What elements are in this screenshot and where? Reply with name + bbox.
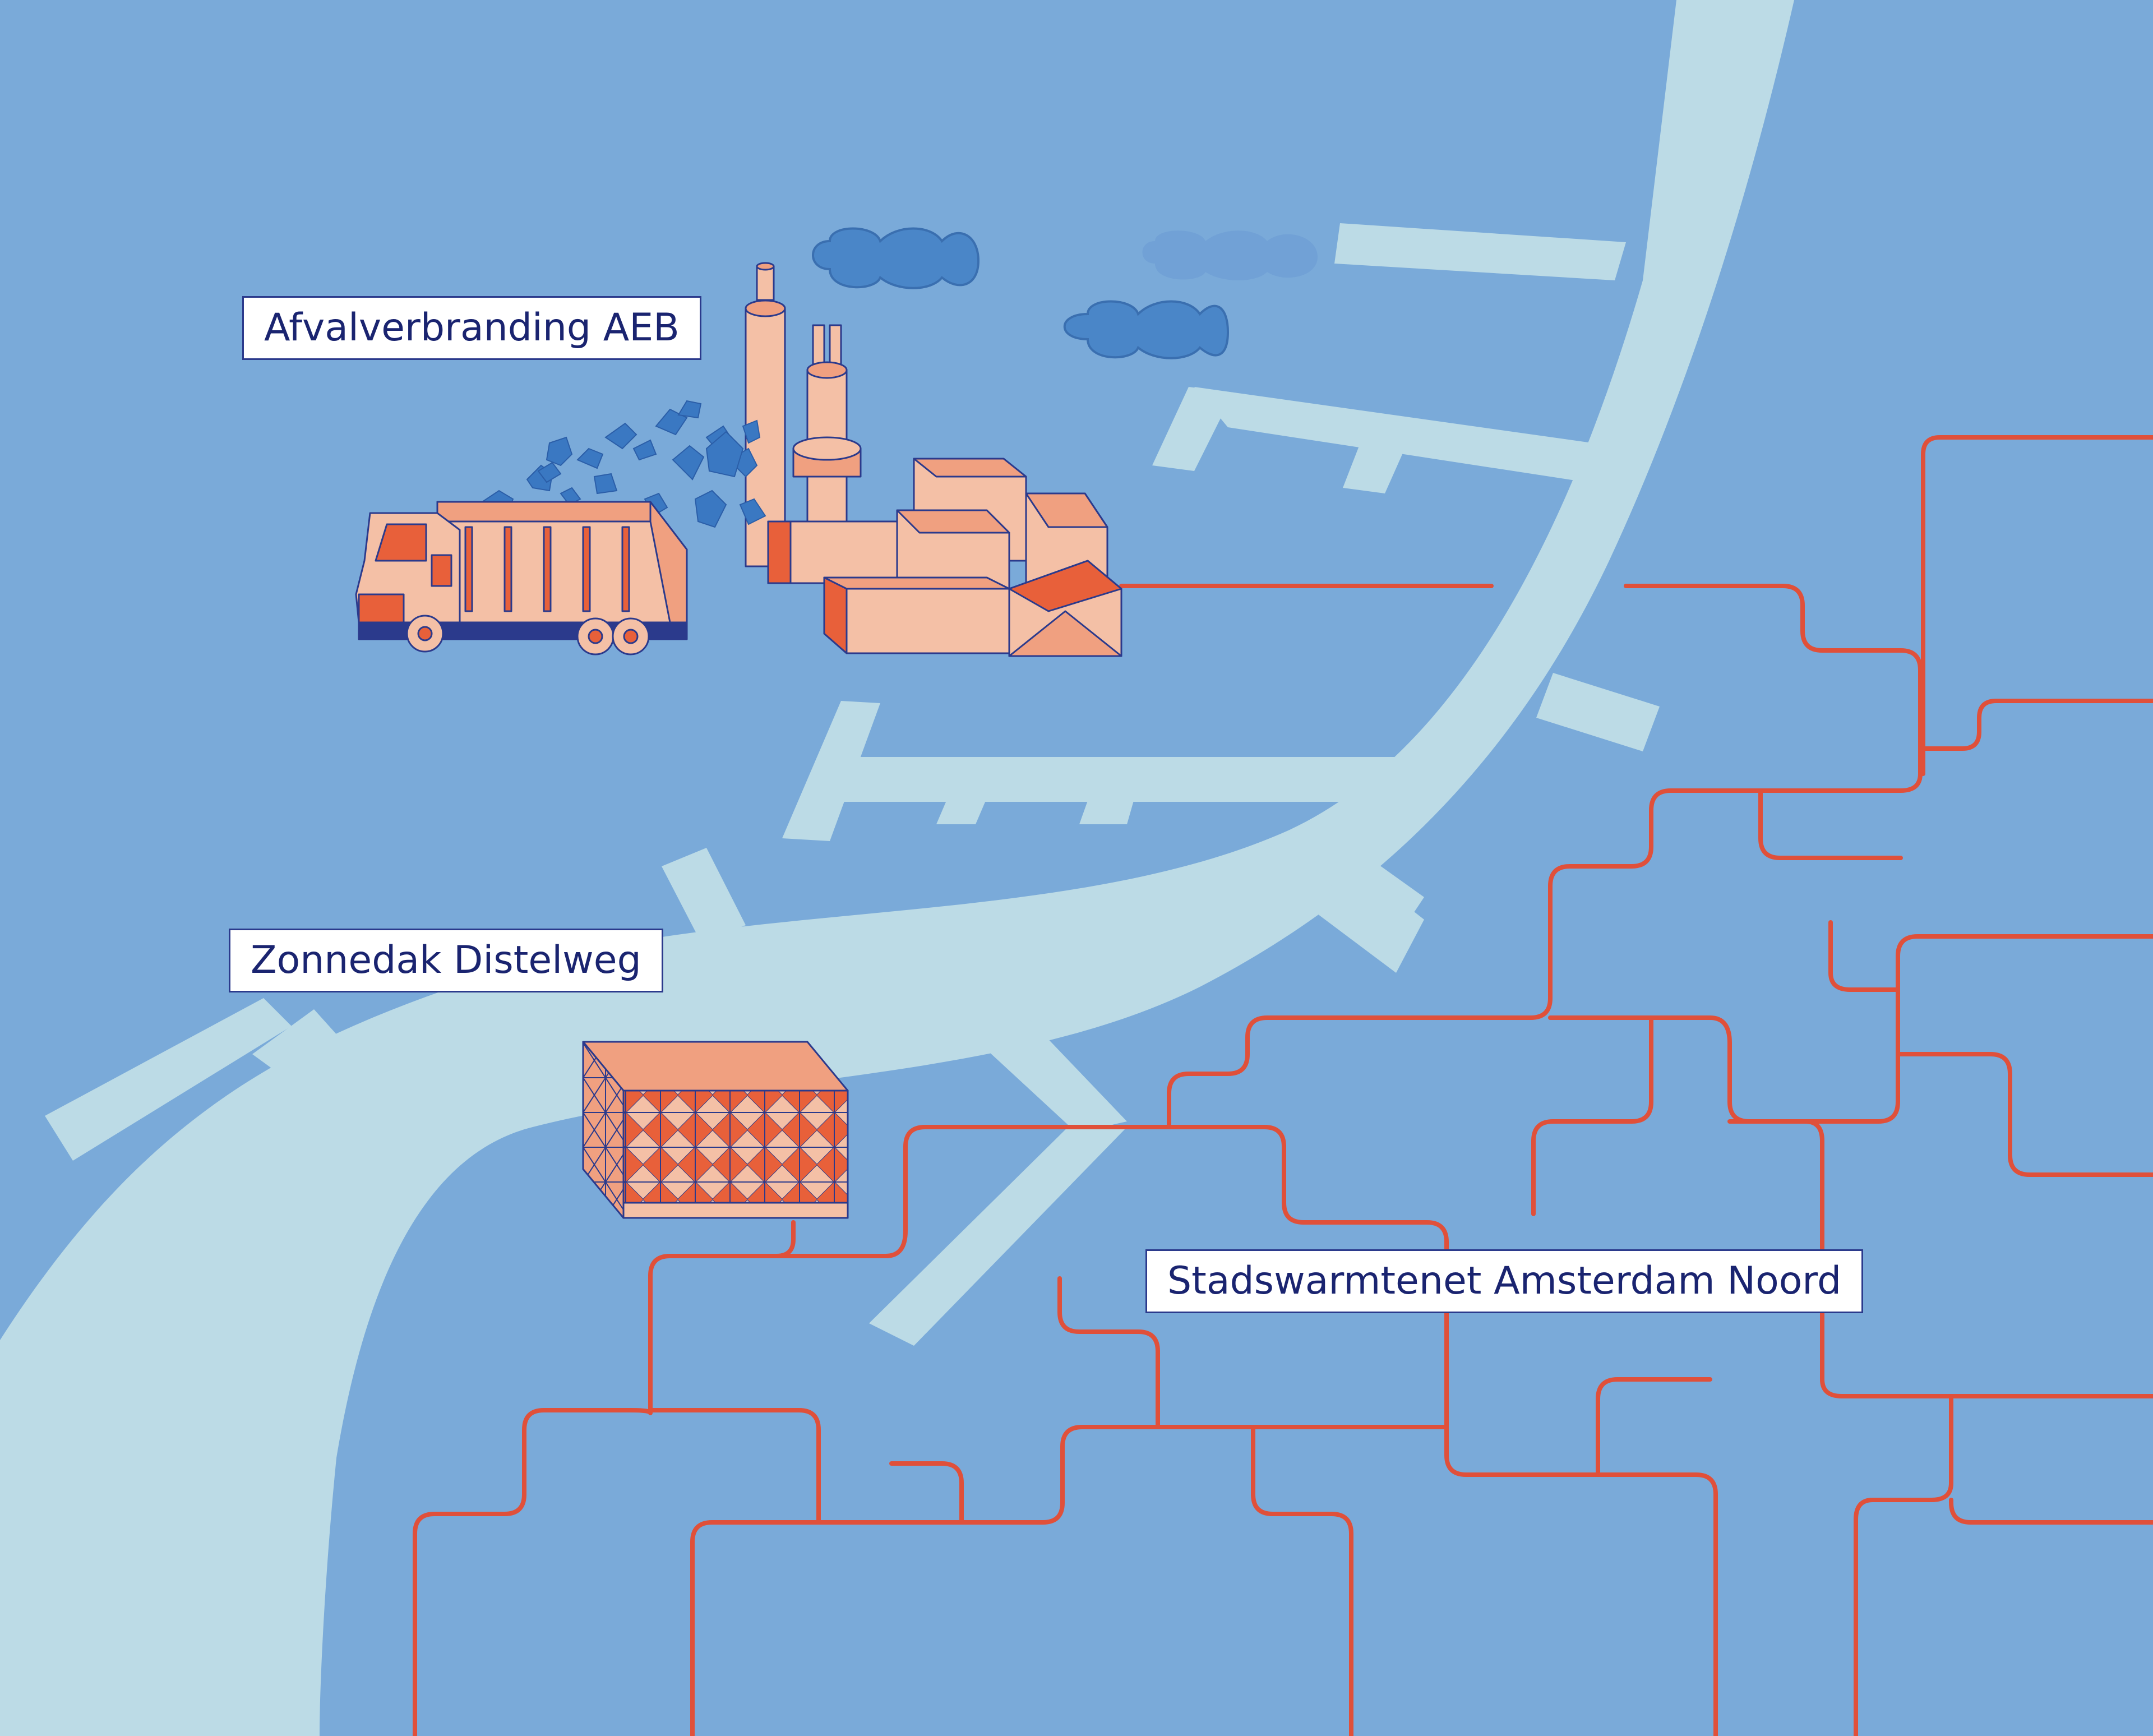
solar-roof-building-icon <box>582 1041 849 1219</box>
cloud-icon <box>1142 230 1318 280</box>
incinerator-plant-icon <box>745 262 1122 657</box>
label-zonnedak-distelweg: Zonnedak Distelweg <box>229 929 663 992</box>
cloud-icon <box>1063 300 1230 359</box>
water-harbor-basins <box>45 223 1660 1346</box>
water-ij-river <box>0 0 1794 1736</box>
label-stadswarmtenet-amsterdam-noord: Stadswarmtenet Amsterdam Noord <box>1145 1249 1864 1313</box>
garbage-truck-icon <box>355 501 688 655</box>
label-afvalverbranding-aeb: Afvalverbranding AEB <box>242 296 701 360</box>
waste-debris-icon <box>481 400 766 528</box>
cloud-icon <box>812 227 980 289</box>
heat-network-lines <box>413 435 2153 1736</box>
